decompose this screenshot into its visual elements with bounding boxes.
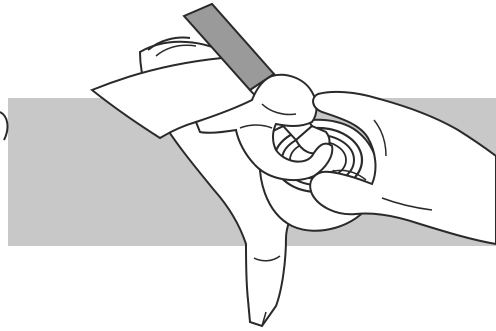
left-edge-fragment bbox=[0, 112, 7, 140]
